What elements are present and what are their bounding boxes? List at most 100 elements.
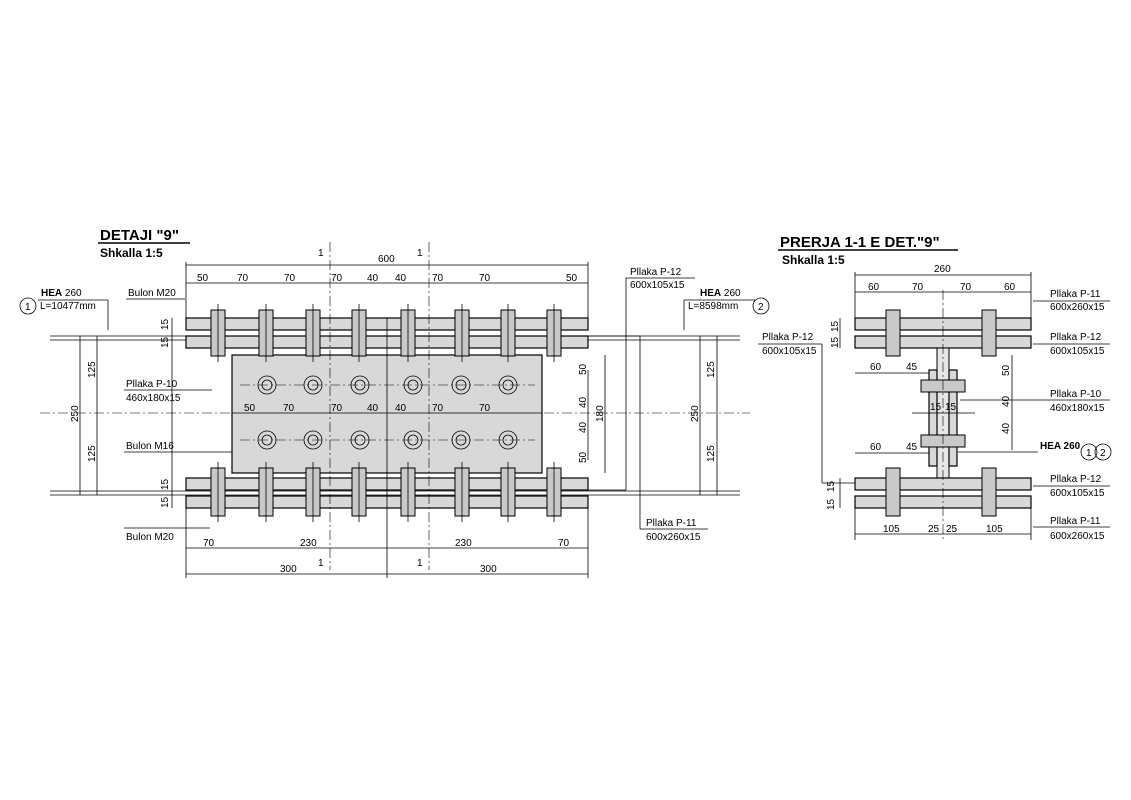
- svg-text:25: 25: [946, 524, 958, 535]
- svg-text:250: 250: [70, 405, 81, 422]
- svg-text:70: 70: [912, 282, 924, 293]
- label-bolt-top: Bulon M20: [128, 288, 176, 299]
- svg-text:70: 70: [432, 403, 444, 414]
- bolts-top-m20: [210, 304, 562, 362]
- label-bolt-bottom: Bulon M20: [126, 532, 174, 543]
- section-right-dims: 50 40 40: [1001, 355, 1013, 450]
- svg-text:15: 15: [160, 336, 171, 348]
- svg-text:70: 70: [283, 403, 295, 414]
- svg-text:15: 15: [826, 480, 837, 492]
- svg-text:60: 60: [870, 442, 882, 453]
- svg-text:70: 70: [203, 538, 215, 549]
- svg-text:230: 230: [300, 538, 317, 549]
- svg-text:Pllaka P-11: Pllaka P-11: [1050, 289, 1101, 300]
- svg-text:Pllaka P-10: Pllaka P-10: [1050, 389, 1102, 400]
- section-bottom-dims: 105 25 25 105: [854, 508, 1032, 540]
- svg-text:125: 125: [706, 361, 717, 378]
- svg-text:300: 300: [280, 564, 297, 575]
- svg-text:L=10477mm: L=10477mm: [40, 301, 96, 312]
- svg-text:15: 15: [160, 478, 171, 490]
- section-bolts: [885, 290, 997, 540]
- svg-text:70: 70: [479, 273, 491, 284]
- right-labels: Pllaka P-12 600x105x15 HEA 260 L=8598mm …: [588, 267, 770, 543]
- svg-text:70: 70: [331, 273, 343, 284]
- svg-text:50: 50: [578, 363, 589, 375]
- svg-text:600x105x15: 600x105x15: [762, 346, 817, 357]
- svg-text:60: 60: [868, 282, 880, 293]
- svg-text:70: 70: [479, 403, 491, 414]
- svg-text:600x105x15: 600x105x15: [630, 280, 685, 291]
- svg-text:Pllaka P-12: Pllaka P-12: [1050, 474, 1102, 485]
- svg-text:50: 50: [566, 273, 578, 284]
- section-left-dims: 15 15 15 15: [826, 318, 841, 510]
- svg-text:15: 15: [945, 402, 957, 413]
- svg-text:HEA 260: HEA 260: [700, 288, 741, 299]
- svg-text:60: 60: [1004, 282, 1016, 293]
- svg-text:1: 1: [318, 248, 324, 259]
- section-marker-1: [1080, 443, 1098, 461]
- svg-text:600x260x15: 600x260x15: [1050, 531, 1105, 542]
- svg-text:15: 15: [160, 496, 171, 508]
- section-marker-2: [1094, 443, 1112, 461]
- svg-text:15: 15: [826, 498, 837, 510]
- detail-scale: Shkalla 1:5: [100, 246, 163, 260]
- bottom-dimensions: 70 230 230 70 300 300: [185, 508, 589, 578]
- section-view: PRERJA 1-1 E DET."9" Shkalla 1:5: [758, 234, 1112, 542]
- svg-text:70: 70: [960, 282, 972, 293]
- beam-marker-2: [752, 297, 770, 315]
- svg-text:Pllaka P-10: Pllaka P-10: [126, 379, 178, 390]
- svg-text:70: 70: [331, 403, 343, 414]
- svg-text:40: 40: [1001, 422, 1012, 434]
- svg-text:40: 40: [367, 273, 379, 284]
- svg-text:1: 1: [25, 302, 31, 313]
- web-dimensions: 50 70 70 40 40 70 70: [232, 403, 542, 414]
- section-plate-p10-right: [948, 369, 958, 467]
- svg-text:105: 105: [986, 524, 1003, 535]
- top-dimensions: 600 50 70 70 70 40 40 70 70 50: [185, 254, 589, 318]
- svg-text:600x105x15: 600x105x15: [1050, 346, 1105, 357]
- detail-title: DETAJI "9": [100, 227, 179, 244]
- svg-text:1: 1: [417, 248, 423, 259]
- svg-text:600x260x15: 600x260x15: [1050, 302, 1105, 313]
- section-scale: Shkalla 1:5: [782, 253, 845, 267]
- svg-text:Pllaka P-11: Pllaka P-11: [646, 518, 697, 529]
- svg-text:Pllaka P-11: Pllaka P-11: [1050, 516, 1101, 527]
- dim-top-total: 600: [378, 254, 395, 265]
- svg-text:230: 230: [455, 538, 472, 549]
- bolts-bottom-m20: [210, 462, 562, 522]
- section-inner-dims: 60 45 60 45 15 15: [855, 362, 975, 454]
- svg-text:460x180x15: 460x180x15: [1050, 403, 1105, 414]
- svg-text:600x260x15: 600x260x15: [646, 532, 701, 543]
- svg-text:125: 125: [706, 445, 717, 462]
- svg-text:180: 180: [595, 405, 606, 422]
- svg-text:L=8598mm: L=8598mm: [688, 301, 738, 312]
- section-top-dims: 260 60 70 70 60: [854, 264, 1032, 318]
- svg-text:40: 40: [395, 273, 407, 284]
- svg-text:25: 25: [928, 524, 940, 535]
- svg-text:600x105x15: 600x105x15: [1050, 488, 1105, 499]
- section-cut-lines: 1 1 1 1: [318, 242, 430, 570]
- svg-text:40: 40: [1001, 395, 1012, 407]
- svg-text:60: 60: [870, 362, 882, 373]
- svg-text:45: 45: [906, 362, 918, 373]
- right-dimensions: 250 125 125 50 40 40 50 180: [578, 336, 718, 495]
- svg-text:1: 1: [318, 558, 324, 569]
- svg-text:260: 260: [934, 264, 951, 275]
- section-labels: Pllaka P-11 600x260x15 Pllaka P-12 600x1…: [758, 289, 1112, 542]
- svg-text:45: 45: [906, 442, 918, 453]
- section-plate-p10-left: [928, 369, 938, 467]
- svg-text:250: 250: [690, 405, 701, 422]
- svg-text:1: 1: [417, 558, 423, 569]
- svg-text:50: 50: [578, 451, 589, 463]
- beam-marker-1: [19, 297, 37, 315]
- svg-text:300: 300: [480, 564, 497, 575]
- svg-text:HEA 260: HEA 260: [1040, 441, 1081, 452]
- svg-text:460x180x15: 460x180x15: [126, 393, 181, 404]
- svg-text:105: 105: [883, 524, 900, 535]
- detail-view: DETAJI "9" Shkalla 1:5: [19, 227, 770, 578]
- svg-text:125: 125: [87, 445, 98, 462]
- svg-text:15: 15: [830, 336, 841, 348]
- svg-text:40: 40: [367, 403, 379, 414]
- section-title: PRERJA 1-1 E DET."9": [780, 234, 940, 251]
- svg-text:70: 70: [558, 538, 570, 549]
